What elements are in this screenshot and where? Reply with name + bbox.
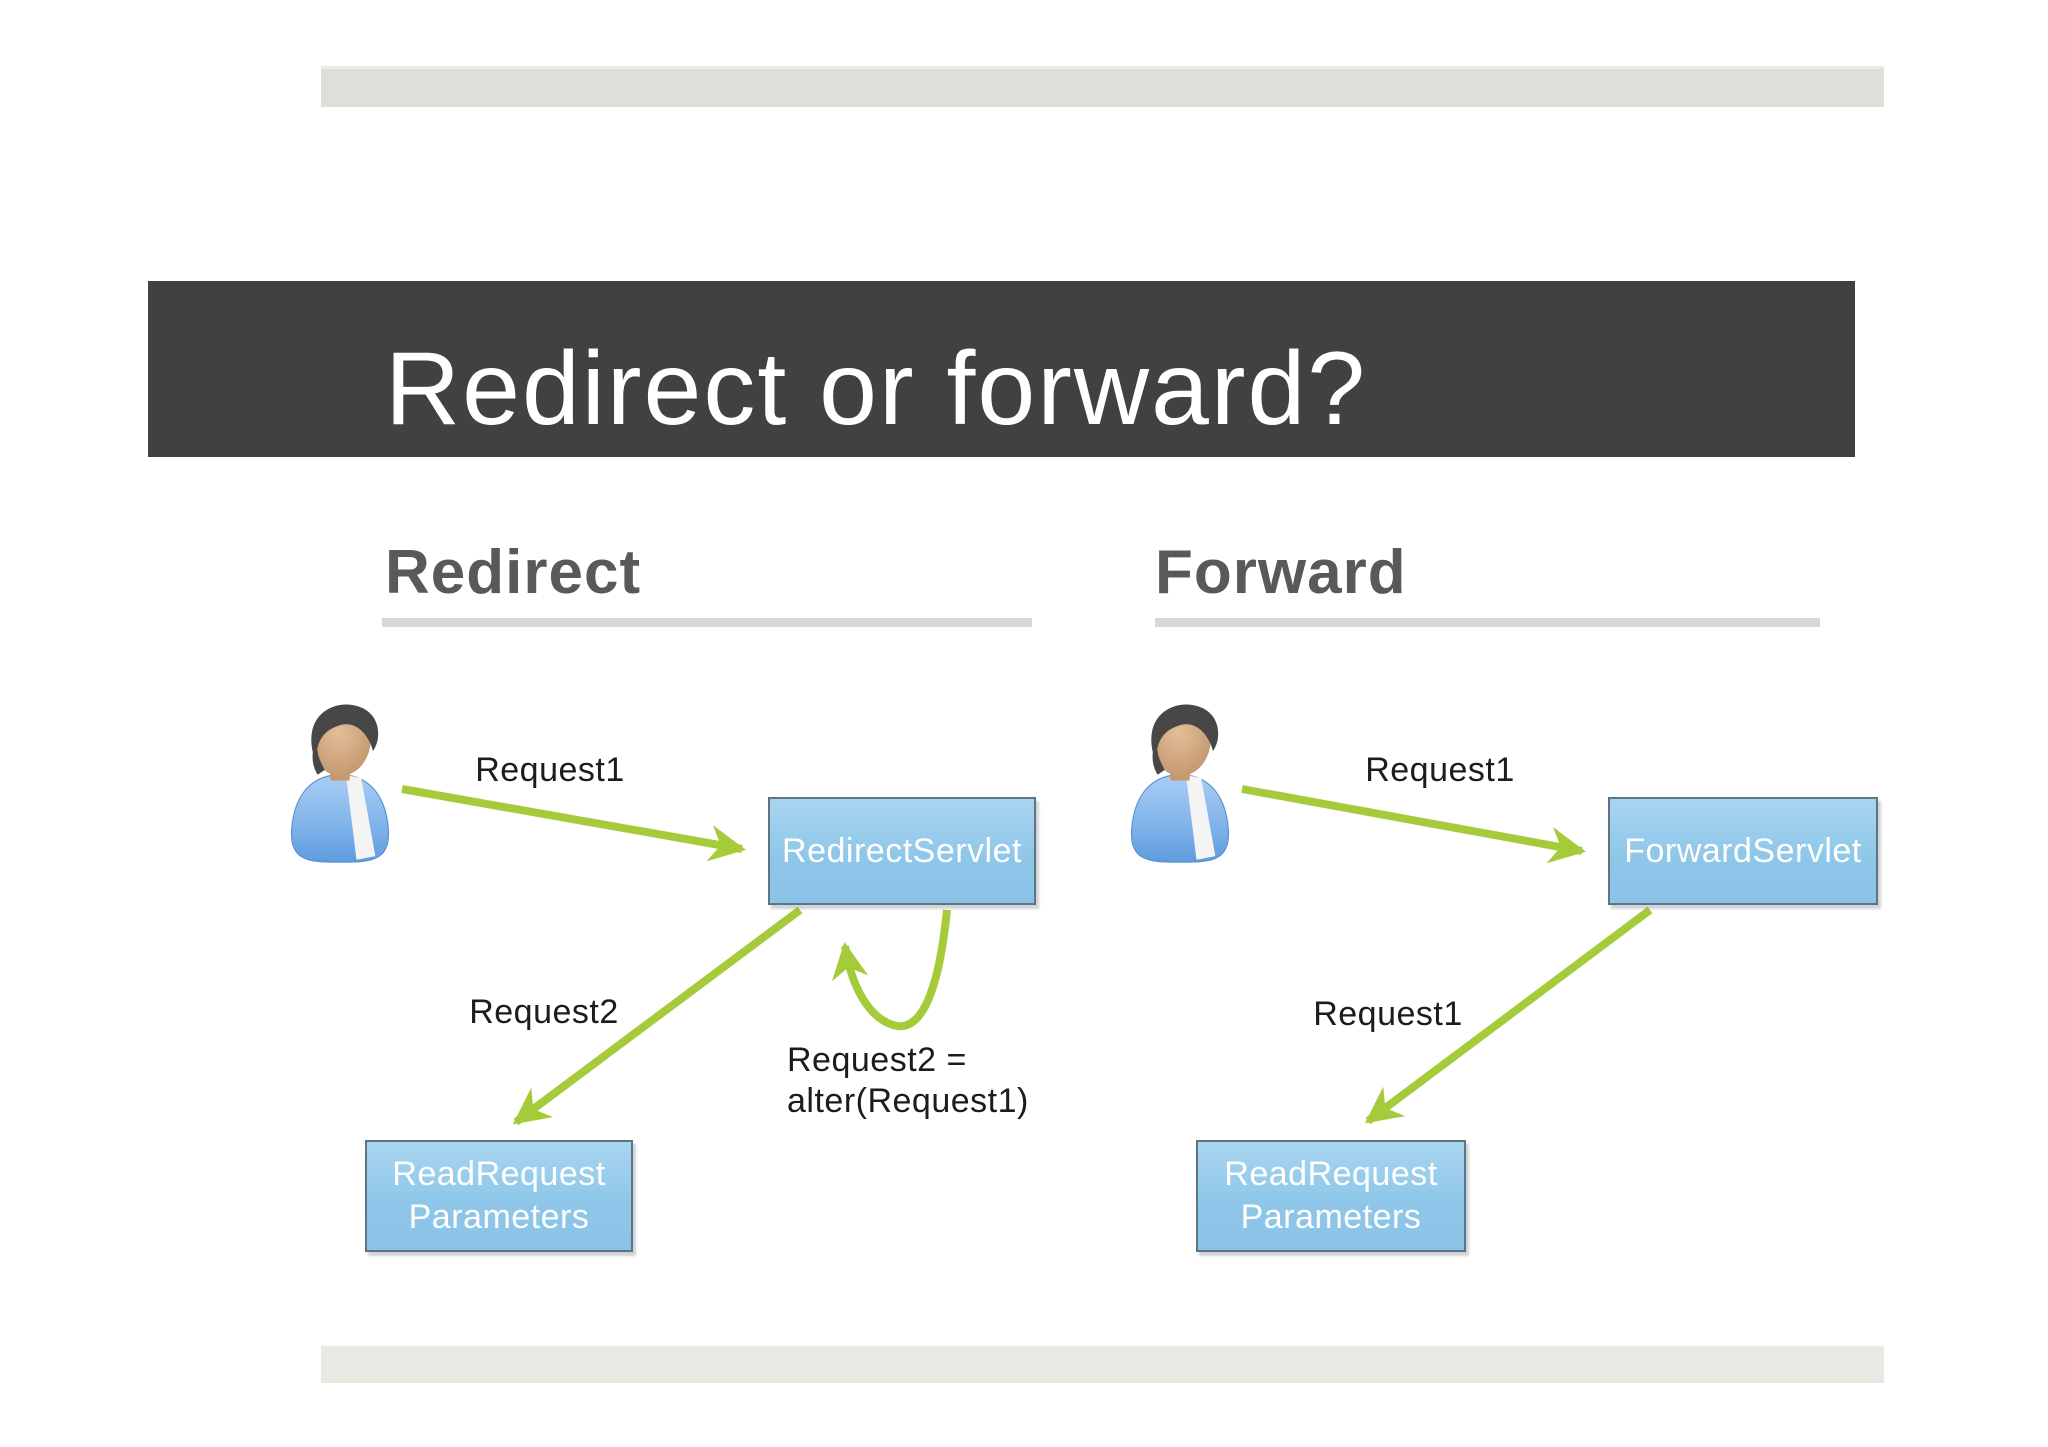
self-loop-label-redirect: Request2 = alter(Request1): [787, 1040, 1207, 1122]
arrow-request1-forward: [1241, 785, 1586, 864]
bottom-accent-strip: [321, 1345, 1884, 1383]
forward-servlet-label: ForwardServlet: [1624, 831, 1862, 870]
reader-left-line2: Parameters: [408, 1198, 590, 1236]
top-accent-strip: [321, 66, 1884, 107]
reader-right-line1: ReadRequest: [1224, 1155, 1438, 1193]
reader-left-line1: ReadRequest: [392, 1155, 606, 1193]
section-heading-forward: Forward: [1155, 538, 1407, 607]
request1-label-forward-top: Request1: [1365, 751, 1515, 789]
request1-label-redirect: Request1: [475, 751, 625, 789]
heading-underline-redirect: [382, 618, 1032, 627]
slide-title: Redirect or forward?: [385, 331, 1368, 447]
redirect-servlet-node: RedirectServlet: [768, 797, 1036, 905]
forward-servlet-node: ForwardServlet: [1608, 797, 1878, 905]
reader-right-line2: Parameters: [1240, 1198, 1422, 1236]
redirect-servlet-label: RedirectServlet: [782, 831, 1022, 870]
heading-underline-forward: [1155, 618, 1820, 627]
section-heading-redirect: Redirect: [385, 538, 642, 607]
user-avatar-icon: [281, 700, 399, 866]
request2-label-redirect: Request2: [469, 993, 619, 1031]
arrow-request1-redirect: [401, 785, 746, 862]
read-request-parameters-node-forward: ReadRequest Parameters: [1196, 1140, 1466, 1252]
user-avatar-icon: [1121, 700, 1239, 866]
read-request-parameters-node-redirect: ReadRequest Parameters: [365, 1140, 633, 1252]
title-bar: Redirect or forward?: [148, 281, 1855, 457]
request1-label-forward-bottom: Request1: [1313, 995, 1463, 1033]
arrow-self-loop-redirect: [831, 909, 951, 1031]
self-loop-label-line2: alter(Request1): [787, 1082, 1029, 1120]
self-loop-label-line1: Request2 =: [787, 1041, 967, 1079]
